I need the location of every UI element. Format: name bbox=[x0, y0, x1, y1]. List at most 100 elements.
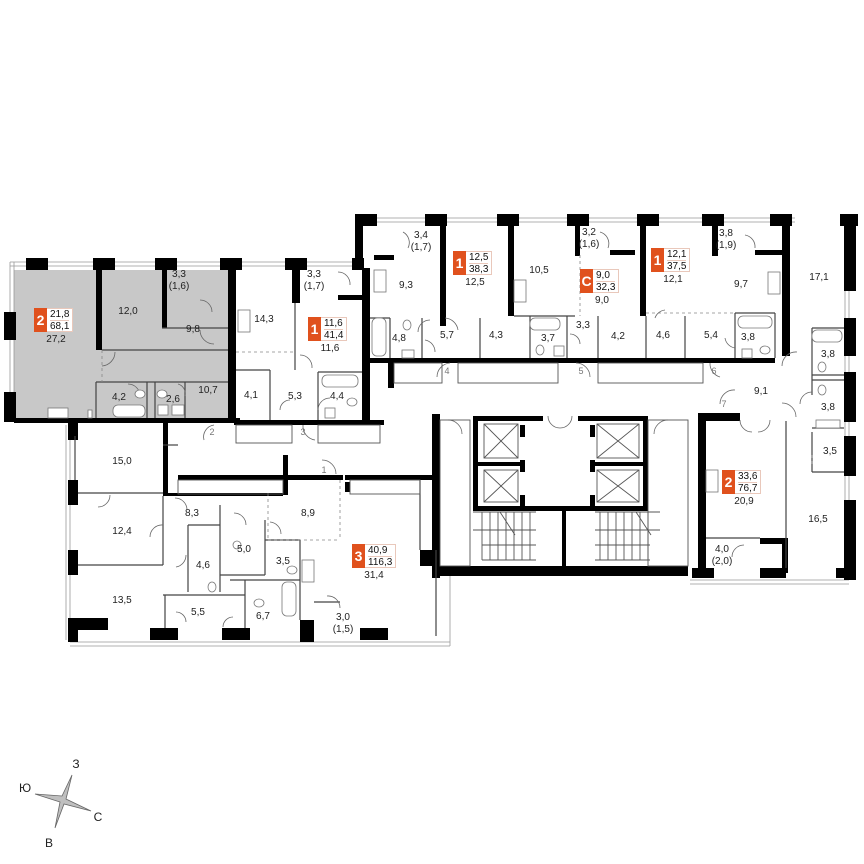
room-area-value: 3,3 bbox=[307, 269, 321, 280]
living-area: 33,6 bbox=[738, 470, 758, 483]
room-area-label: 3,8 bbox=[741, 332, 755, 344]
main-room-area: 20,9 bbox=[734, 496, 754, 507]
total-area: 41,4 bbox=[324, 329, 344, 341]
room-area-label: 16,5 bbox=[808, 514, 827, 526]
total-area: 76,7 bbox=[738, 482, 758, 494]
room-area-value: 15,0 bbox=[112, 456, 132, 467]
room-area-label: 4,6 bbox=[656, 330, 670, 342]
room-area-label: 3,5 bbox=[823, 446, 837, 458]
living-area: 11,6 bbox=[324, 317, 344, 330]
room-area-label: 4,2 bbox=[611, 331, 625, 343]
stairs bbox=[473, 511, 660, 561]
living-area: 9,0 bbox=[596, 270, 616, 282]
room-area-label: 10,7 bbox=[198, 385, 217, 397]
room-useful-area-value: (1,7) bbox=[303, 281, 325, 292]
room-area-value: 4,6 bbox=[196, 560, 210, 571]
room-area-value: 4,8 bbox=[392, 333, 406, 344]
room-area-label: 4,1 bbox=[244, 390, 258, 402]
room-count-badge: 1 bbox=[651, 248, 664, 272]
room-area-value: 4,1 bbox=[244, 390, 258, 401]
room-area-label: 3,3(1,7) bbox=[304, 269, 325, 293]
room-area-label: 14,3 bbox=[254, 314, 273, 326]
room-area-label: 4,6 bbox=[196, 560, 210, 572]
room-area-value: 14,3 bbox=[254, 314, 274, 325]
room-area-label: 3,3 bbox=[576, 320, 590, 332]
entrance-number: 3 bbox=[300, 427, 306, 437]
room-area-value: 12,0 bbox=[118, 306, 138, 317]
living-area: 12,5 bbox=[469, 251, 489, 264]
entrance-number: 7 bbox=[721, 399, 727, 409]
entrance-number: 1 bbox=[321, 465, 327, 475]
room-area-value: 8,3 bbox=[185, 508, 199, 519]
compass-rose bbox=[34, 774, 92, 829]
room-area-label: 10,5 bbox=[529, 265, 548, 277]
exterior-walls bbox=[4, 214, 858, 642]
room-area-value: 4,2 bbox=[112, 392, 126, 403]
room-area-value: 6,7 bbox=[256, 611, 270, 622]
room-area-label: 5,3 bbox=[288, 391, 302, 403]
room-area-value: 3,8 bbox=[821, 402, 835, 413]
room-useful-area-value: (1,6) bbox=[168, 281, 190, 292]
room-area-label: 9,1 bbox=[754, 386, 768, 398]
room-area-label: 13,5 bbox=[112, 595, 131, 607]
elevator-shafts bbox=[483, 423, 640, 503]
room-area-label: 9,3 bbox=[399, 280, 413, 292]
main-room-area: 11,6 bbox=[320, 343, 340, 354]
room-area-value: 4,6 bbox=[656, 330, 670, 341]
main-room-area: 12,5 bbox=[465, 277, 485, 288]
room-area-value: 5,3 bbox=[288, 391, 302, 402]
room-area-value: 3,2 bbox=[582, 227, 596, 238]
room-area-value: 3,8 bbox=[741, 332, 755, 343]
room-area-label: 5,7 bbox=[440, 330, 454, 342]
room-area-label: 4,8 bbox=[392, 333, 406, 345]
room-area-label: 3,8(1,9) bbox=[716, 228, 737, 252]
living-area: 21,8 bbox=[50, 308, 70, 321]
sanitary-fixtures bbox=[47, 269, 843, 617]
room-area-value: 9,1 bbox=[754, 386, 768, 397]
room-area-label: 9,8 bbox=[186, 324, 200, 336]
room-useful-area-value: (1,5) bbox=[332, 624, 354, 635]
room-area-value: 5,5 bbox=[191, 607, 205, 618]
room-count-badge: С bbox=[580, 269, 593, 293]
room-area-value: 9,3 bbox=[399, 280, 413, 291]
room-area-value: 3,8 bbox=[719, 228, 733, 239]
total-area: 116,3 bbox=[368, 556, 393, 568]
room-area-label: 5,4 bbox=[704, 330, 718, 342]
room-area-value: 3,3 bbox=[576, 320, 590, 331]
room-area-label: 3,8 bbox=[821, 349, 835, 361]
total-area: 38,3 bbox=[469, 263, 489, 275]
living-area: 40,9 bbox=[368, 545, 393, 557]
compass-east-label: С bbox=[93, 810, 103, 824]
compass-south-label: В bbox=[44, 836, 54, 850]
room-area-label: 5,0 bbox=[237, 544, 251, 556]
room-useful-area-value: (1,7) bbox=[410, 242, 432, 253]
room-area-label: 3,0(1,5) bbox=[333, 612, 354, 636]
room-area-value: 10,5 bbox=[529, 265, 549, 276]
room-area-label: 4,4 bbox=[330, 391, 344, 403]
main-room-area: 12,1 bbox=[663, 274, 683, 285]
room-area-label: 3,4(1,7) bbox=[411, 230, 432, 254]
total-area: 68,1 bbox=[50, 320, 70, 332]
room-area-label: 3,3(1,6) bbox=[169, 269, 190, 293]
room-area-label: 3,2(1,6) bbox=[579, 227, 600, 251]
room-area-value: 17,1 bbox=[809, 272, 829, 283]
entrance-number: 6 bbox=[711, 366, 717, 376]
total-area: 37,5 bbox=[667, 260, 687, 272]
room-area-value: 8,9 bbox=[301, 508, 315, 519]
room-area-value: 4,2 bbox=[611, 331, 625, 342]
room-area-value: 9,8 bbox=[186, 324, 200, 335]
main-room-area: 31,4 bbox=[364, 570, 384, 581]
